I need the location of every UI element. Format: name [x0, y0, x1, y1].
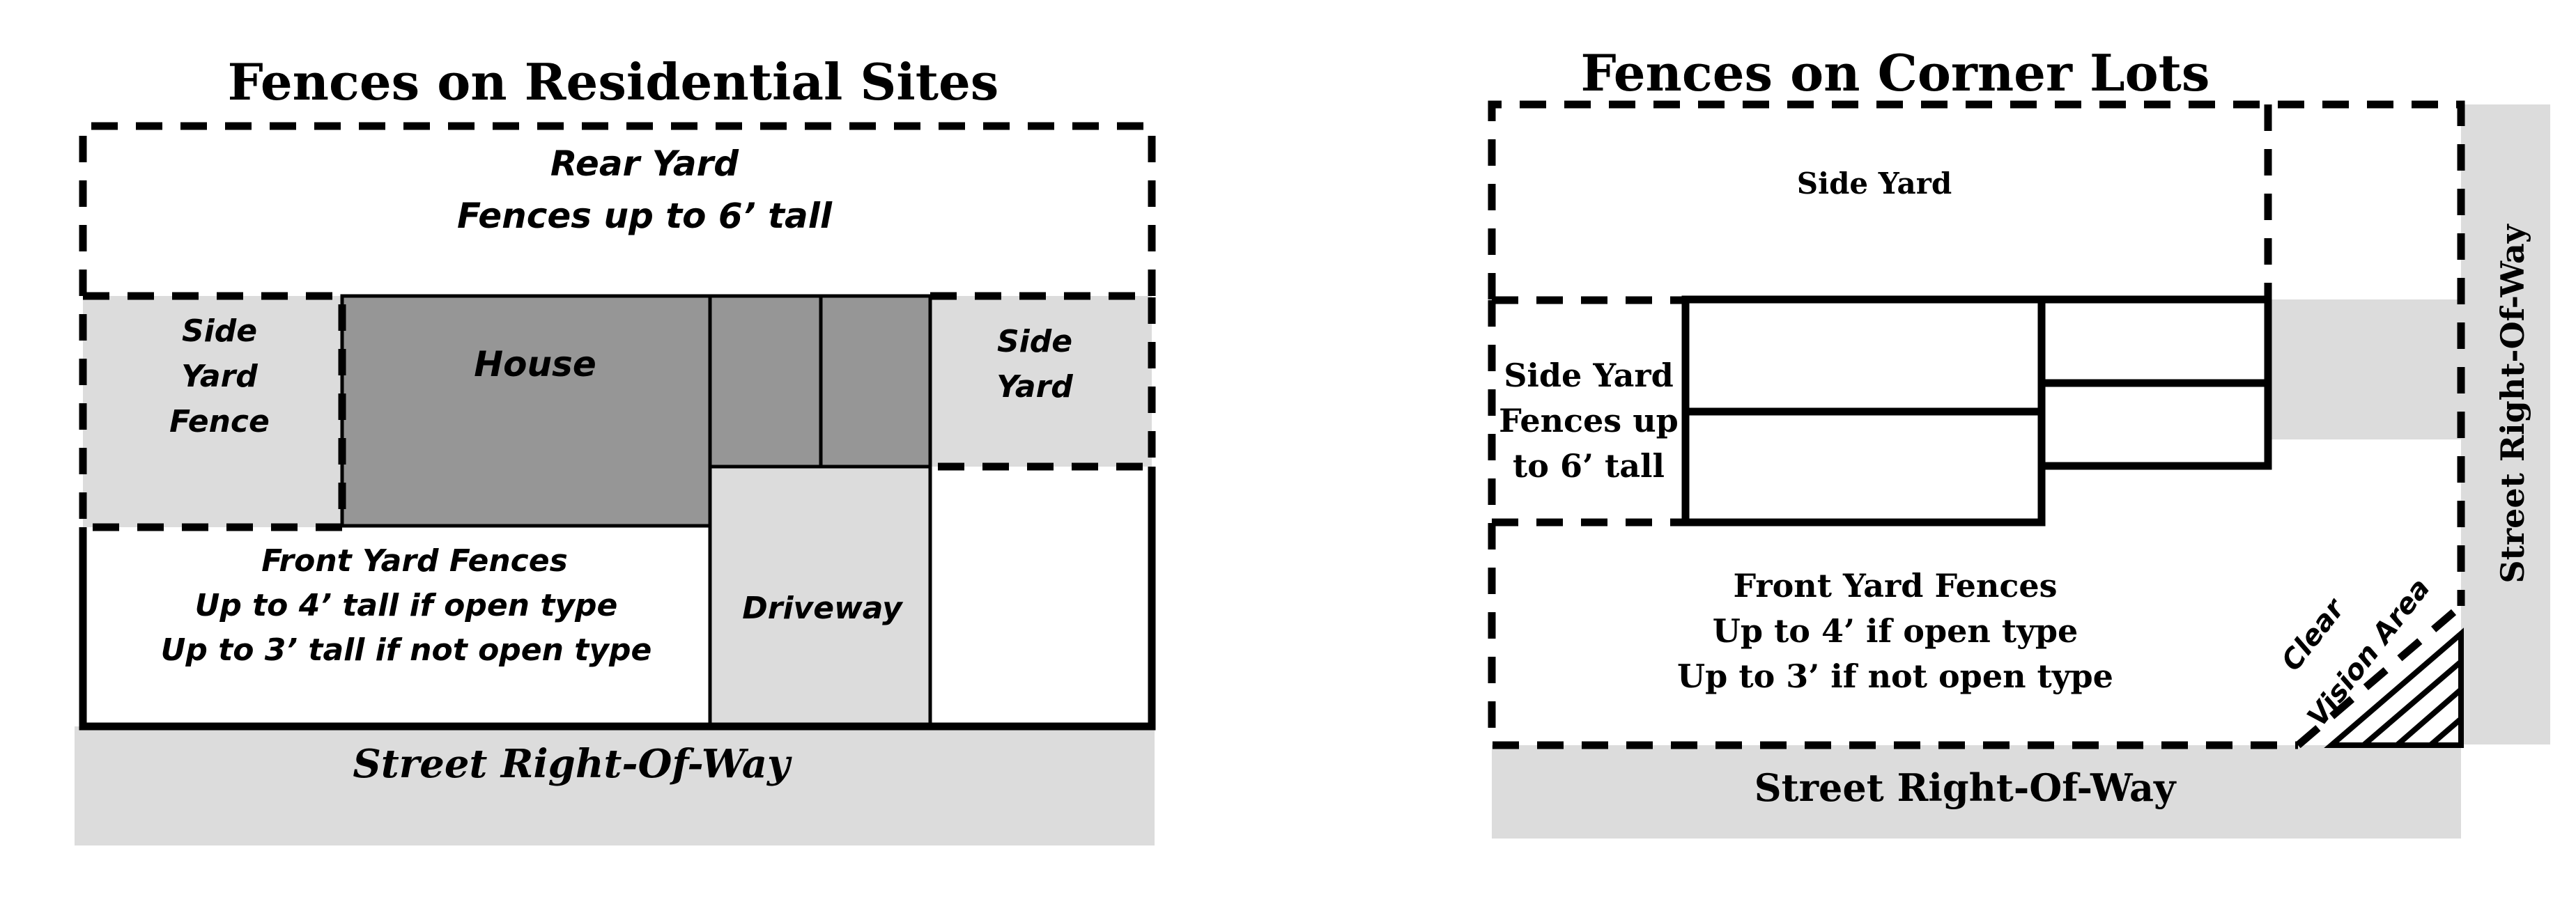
corner-driveway-area: [2268, 299, 2461, 439]
clear-vision-label-2: Vision Area: [2301, 572, 2437, 733]
residential-left-side-fence: [79, 292, 346, 531]
residential-right-side-fence: [930, 292, 1156, 471]
driveway-label: Driveway: [742, 591, 904, 626]
house-label: House: [474, 344, 596, 384]
left-side-yard-label-3: Fence: [169, 404, 270, 439]
right-side-yard-label-1: Side: [997, 324, 1072, 359]
corner-front-yard-open-rule: Up to 4’ if open type: [1713, 612, 2078, 650]
corner-left-side-fence: [1492, 296, 1686, 527]
residential-street-label: Street Right-Of-Way: [353, 741, 792, 787]
residential-diagram: Fences on Residential Sites Rear Yard Fe…: [75, 52, 1156, 845]
residential-driveway: [708, 465, 932, 728]
rear-yard-rule: Fences up to 6’ tall: [457, 196, 833, 236]
front-yard-open-rule: Up to 4’ tall if open type: [195, 588, 618, 623]
corner-front-yard-label: Front Yard Fences: [1734, 567, 2058, 605]
corner-side-yard-top-label: Side Yard: [1797, 166, 1952, 201]
front-yard-label: Front Yard Fences: [261, 543, 568, 579]
clear-vision-line: [2295, 602, 2464, 749]
corner-left-boundary: [1488, 300, 2298, 749]
residential-title: Fences on Residential Sites: [228, 52, 999, 111]
corner-diagram: Fences on Corner Lots Side Yard Side Yar…: [1488, 43, 2550, 839]
corner-title: Fences on Corner Lots: [1581, 43, 2210, 102]
corner-side-yard-label-2: Fences up: [1499, 402, 1679, 439]
front-yard-closed-rule: Up to 3’ tall if not open type: [161, 632, 652, 668]
residential-house: [340, 294, 712, 528]
corner-street-side-label: Street Right-Of-Way: [2494, 224, 2531, 583]
residential-front-lot-line: [79, 467, 1156, 731]
left-side-yard-label-1: Side: [182, 313, 257, 349]
corner-front-yard-closed-rule: Up to 3’ if not open type: [1677, 657, 2113, 695]
corner-street-bottom-label: Street Right-Of-Way: [1754, 765, 2177, 810]
corner-top-boundary: [1488, 100, 2465, 606]
right-side-yard-label-2: Yard: [996, 369, 1073, 405]
clear-vision-hatch: [2324, 627, 2464, 748]
residential-right-side-yard-area: [930, 296, 1152, 467]
residential-left-side-yard-area: [83, 296, 342, 527]
residential-street-area: [75, 726, 1155, 845]
corner-street-bottom-area: [1492, 745, 2461, 839]
corner-street-side-area: [2461, 104, 2550, 744]
rear-yard-label: Rear Yard: [550, 143, 739, 184]
left-side-yard-label-2: Yard: [181, 359, 258, 394]
corner-side-yard-label-3: to 6’ tall: [1513, 447, 1665, 485]
corner-side-yard-label-1: Side Yard: [1504, 357, 1674, 394]
